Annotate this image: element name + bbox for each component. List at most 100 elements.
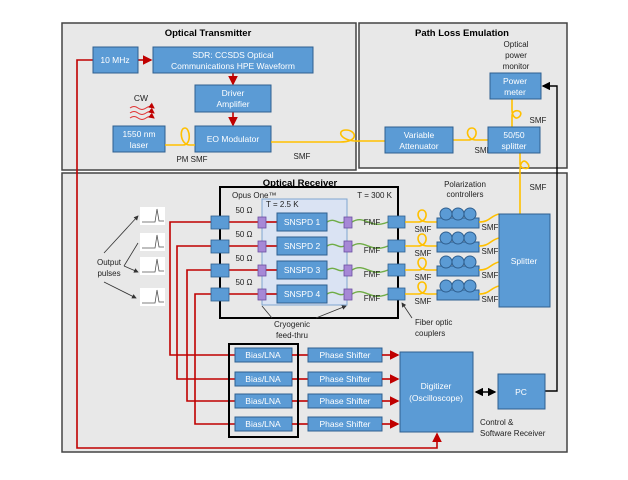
- phase-shifter-label: Phase Shifter: [319, 396, 370, 406]
- output-pulse-plot: [140, 207, 165, 225]
- fmf-line-inner: [326, 219, 345, 224]
- smf-fiber-to-attenuator: [271, 129, 385, 143]
- pm-smf-label: PM SMF: [176, 155, 207, 164]
- power-meter-block: Power meter: [489, 72, 542, 100]
- rf-line: [186, 269, 235, 402]
- smf-label: SMF: [415, 225, 432, 234]
- cryogenic-feedthru: [257, 288, 267, 301]
- control-label-1: Control &: [480, 418, 514, 427]
- modulator-label: EO Modulator: [207, 134, 260, 144]
- cryogenic-feedthru: [343, 240, 353, 253]
- coupler-label-1: Fiber optic: [415, 318, 452, 327]
- impedance-label: 50 Ω: [235, 278, 252, 287]
- snspd-block: [276, 212, 328, 232]
- opus-one-label: Opus One™: [232, 191, 276, 200]
- rf-connector: [210, 287, 230, 302]
- warm-temperature-label: T = 300 K: [357, 191, 392, 200]
- output-pulse-plot: [140, 257, 165, 275]
- smf-label: SMF: [415, 249, 432, 258]
- sdr-label-2: Communications HPE Waveform: [171, 61, 295, 71]
- smf-fiber-to-power-meter: [511, 99, 522, 127]
- laser-label-1: 1550 nm: [122, 129, 155, 139]
- smf-label-attenuator: SMF: [475, 146, 492, 155]
- output-pulse-plot: [140, 288, 165, 306]
- cryogenic-feedthru: [343, 216, 353, 229]
- smf-fiber-to-receiver: [519, 153, 530, 214]
- smf-fiber: [478, 237, 500, 247]
- snspd-block: [276, 236, 328, 256]
- rf-connector: [210, 263, 230, 278]
- smf-label-receiver: SMF: [530, 183, 547, 192]
- laser-block: 1550 nm laser: [112, 125, 166, 153]
- smf-fiber: [478, 285, 500, 295]
- rf-line: [194, 293, 235, 425]
- receiver-title: Optical Receiver: [263, 178, 338, 189]
- smf-label: SMF: [482, 295, 499, 304]
- bias-lna-label: Bias/LNA: [245, 419, 281, 429]
- rf-line: [176, 245, 235, 380]
- smf-fiber: [405, 233, 437, 247]
- sdr-block: SDR: CCSDS Optical Communications HPE Wa…: [152, 46, 314, 74]
- cw-label: CW: [134, 93, 148, 103]
- splitter-50-50-block: 50/50 splitter: [487, 126, 541, 154]
- clock-reference-line: [76, 59, 442, 449]
- smf-label: SMF: [482, 271, 499, 280]
- attenuator-label-1: Variable: [404, 130, 435, 140]
- smf-label-power-meter: SMF: [530, 116, 547, 125]
- pm-smf-fiber: [165, 127, 195, 146]
- smf-fiber: [478, 213, 500, 223]
- cryogenic-label-2: feed-thru: [276, 331, 308, 340]
- cw-wave-icon: [129, 102, 155, 120]
- path-loss-title: Path Loss Emulation: [415, 28, 509, 39]
- pc-block: PC: [497, 373, 546, 410]
- smf-label: SMF: [482, 247, 499, 256]
- monitor-label-1: Optical: [504, 40, 529, 49]
- fiber-optic-coupler: [387, 263, 406, 277]
- cryogenic-feedthru: [343, 264, 353, 277]
- fmf-fiber: [351, 267, 389, 273]
- output-pulses-label-1: Output: [97, 258, 122, 267]
- smf-fiber: [405, 281, 437, 295]
- cryogenic-feedthru: [257, 264, 267, 277]
- snspd-label: SNSPD 1: [284, 217, 321, 227]
- smf-fiber: [478, 261, 500, 271]
- rf-line: [169, 221, 235, 356]
- smf-label: SMF: [415, 297, 432, 306]
- driver-label-2: Amplifier: [216, 99, 249, 109]
- smf-label: SMF: [482, 223, 499, 232]
- fmf-line-inner: [326, 243, 345, 248]
- fiber-optic-coupler: [387, 215, 406, 229]
- power-meter-label-2: meter: [504, 87, 526, 97]
- fmf-line-inner: [326, 291, 345, 296]
- splitter-label: Splitter: [511, 256, 538, 266]
- laser-label-2: laser: [130, 140, 149, 150]
- smf-fiber: [405, 209, 437, 223]
- receiver-splitter-block: Splitter: [498, 213, 551, 308]
- clock-label: 10 MHz: [100, 55, 129, 65]
- smf-fiber: [405, 257, 437, 271]
- digitizer-block: Digitizer (Oscilloscope): [399, 351, 474, 433]
- rf-connector: [210, 239, 230, 254]
- variable-attenuator-block: Variable Attenuator: [384, 126, 454, 154]
- control-label-2: Software Receiver: [480, 429, 546, 438]
- phase-shifter-label: Phase Shifter: [319, 419, 370, 429]
- digitizer-label-2: (Oscilloscope): [409, 393, 463, 403]
- pc-to-power-meter-line: [541, 81, 558, 392]
- digitizer-label-1: Digitizer: [421, 381, 452, 391]
- driver-amplifier-block: Driver Amplifier: [194, 84, 272, 113]
- impedance-label: 50 Ω: [235, 206, 252, 215]
- polarization-controller: [436, 279, 480, 301]
- cryogenic-feedthru: [257, 240, 267, 253]
- fmf-label: FMF: [364, 270, 381, 279]
- splitter-label-2: splitter: [501, 141, 526, 151]
- snspd-label: SNSPD 4: [284, 289, 321, 299]
- cold-temperature-label: T = 2.5 K: [266, 200, 299, 209]
- power-meter-label-1: Power: [503, 76, 527, 86]
- cryogenic-label-1: Cryogenic: [274, 320, 310, 329]
- snspd-label: SNSPD 3: [284, 265, 321, 275]
- phase-shifter-label: Phase Shifter: [319, 374, 370, 384]
- polarization-label-1: Polarization: [444, 180, 486, 189]
